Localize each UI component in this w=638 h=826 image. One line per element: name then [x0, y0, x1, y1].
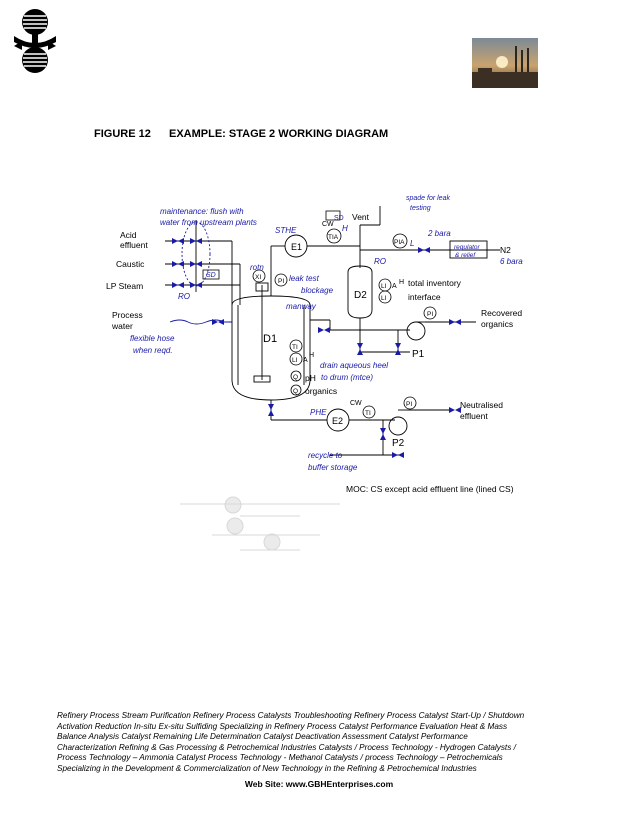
process-water-label: Process	[112, 310, 143, 320]
maintenance-note: maintenance: flush with	[160, 207, 244, 216]
spade-note-2: testing	[410, 205, 431, 212]
footer-line: Characterization Refining & Gas Processi…	[57, 742, 516, 752]
p1-label: P1	[412, 349, 425, 360]
li-tag: LI	[381, 295, 387, 302]
flexible-hose-note-2: when reqd.	[133, 346, 173, 355]
acid-label-2: effluent	[120, 240, 148, 250]
regulator-label: regulator	[454, 244, 480, 251]
organics-label: organics	[305, 386, 337, 396]
d2-label: D2	[354, 290, 367, 301]
sd-left-label: SD	[206, 272, 216, 279]
e1-label: E1	[291, 242, 302, 252]
pi-p1-tag: PI	[427, 311, 433, 318]
neutralised-label: Neutralised	[460, 400, 503, 410]
pia-tag: PIA	[394, 239, 405, 246]
spade-note: spade for leak	[406, 195, 450, 202]
company-logo	[14, 9, 56, 73]
total-inventory-label: total inventory	[408, 278, 462, 288]
figure-caption: EXAMPLE: STAGE 2 WORKING DIAGRAM	[169, 128, 389, 140]
recycle-note: recycle to	[308, 451, 343, 460]
figure-number: FIGURE 12	[94, 128, 151, 140]
leak-test-note: leak test	[289, 274, 320, 283]
lia-a-tag: A	[392, 283, 397, 290]
footer-line: Specializing in the Development & Commer…	[57, 763, 477, 773]
lp-steam-label: LP Steam	[106, 281, 143, 291]
drain-note-2: to drum (mtce)	[321, 373, 373, 382]
pia-l-label: L	[410, 239, 414, 248]
q-ph-tag: Q	[293, 374, 298, 381]
flexible-hose-note: flexible hose	[130, 334, 175, 343]
d1-label: D1	[263, 333, 277, 345]
e2-label: E2	[332, 416, 343, 426]
maintenance-note-2: water from upstream plants	[160, 218, 257, 227]
interface-label: interface	[408, 292, 441, 302]
acid-label: Acid	[120, 230, 137, 240]
footer-line: Process Technology – Ammonia Catalyst Pr…	[57, 753, 503, 762]
valves	[172, 238, 461, 458]
lia-h-tag: H	[399, 279, 404, 286]
footer-text: Refinery Process Stream Purification Ref…	[57, 711, 577, 774]
footer-line: Balance Analysis Catalyst Remaining Life…	[57, 732, 468, 741]
relief-label: & relief	[455, 252, 476, 259]
p2-label: P2	[392, 438, 405, 449]
ph-label: pH	[305, 373, 316, 383]
sd-top-label: SD	[334, 215, 344, 222]
ro-left-label: RO	[178, 292, 190, 301]
footer-line: Refinery Process Stream Purification Ref…	[57, 711, 525, 720]
lia-tag: LI	[381, 283, 387, 290]
bara-label: 2 bara	[427, 229, 451, 238]
tia-h-label: H	[342, 224, 348, 233]
recovered-label: Recovered	[481, 308, 522, 318]
pi-leak-tag: PI	[278, 278, 284, 285]
lia-d1-h-tag: H	[309, 352, 314, 359]
rotn-label: rotn	[250, 263, 264, 272]
vent-label: Vent	[352, 212, 370, 222]
lia-d1-a-tag: A	[303, 357, 308, 364]
recovered-label-2: organics	[481, 319, 513, 329]
manway-label: manway	[286, 302, 317, 311]
neutralised-label-2: effluent	[460, 411, 488, 421]
refinery-photo	[472, 38, 538, 88]
n2-bara-label: 6 bara	[500, 257, 523, 266]
faint-sketch	[180, 496, 340, 551]
website-link[interactable]: Web Site: www.GBHEnterprises.com	[244, 779, 394, 789]
ro-right-label: RO	[374, 257, 386, 266]
moc-note: MOC: CS except acid effluent line (lined…	[346, 484, 514, 494]
lia-d1-tag: LI	[292, 357, 298, 364]
sthe-label: STHE	[275, 226, 297, 235]
recycle-note-2: buffer storage	[308, 463, 358, 472]
cw-top-label: CW	[322, 221, 334, 228]
n2-label: N2	[500, 245, 511, 255]
cw-bottom-label: CW	[350, 400, 362, 407]
pi-p2-tag: PI	[406, 401, 412, 408]
tia-tag: TIA	[328, 234, 339, 241]
process-water-label-2: water	[111, 321, 133, 331]
xi-tag: XI	[255, 274, 261, 281]
drain-note: drain aqueous heel	[320, 361, 388, 370]
blockage-note: blockage	[301, 286, 334, 295]
caustic-label: Caustic	[116, 259, 145, 269]
phe-label: PHE	[310, 408, 327, 417]
ti-e2-tag: TI	[365, 410, 371, 417]
q-org-tag: Q	[293, 388, 298, 395]
ti-d1-tag: TI	[292, 344, 298, 351]
figure-title: FIGURE 12 EXAMPLE: STAGE 2 WORKING DIAGRA…	[94, 128, 388, 140]
footer-line: Activation Reduction In-situ Ex-situ Sul…	[57, 721, 508, 731]
